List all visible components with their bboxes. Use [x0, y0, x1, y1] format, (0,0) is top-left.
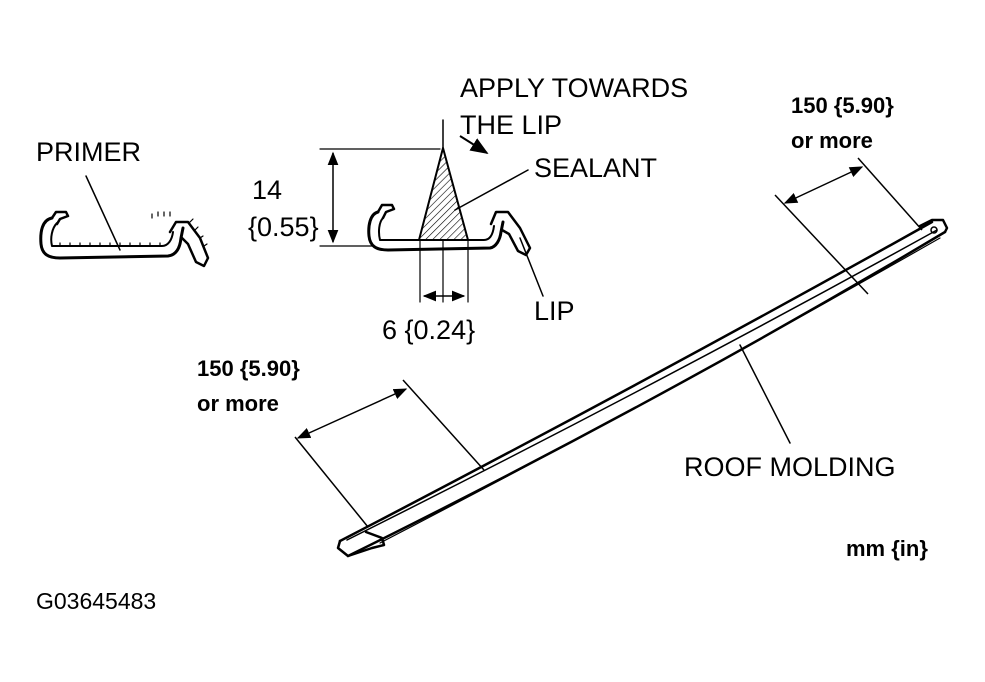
- primer-label: PRIMER: [36, 137, 142, 167]
- right-dimension-label-line2: or more: [791, 128, 873, 153]
- left-clearance-dimension: [294, 379, 485, 528]
- sealant-section-drawing: [319, 119, 544, 303]
- height-inch-label: {0.55}: [248, 212, 319, 242]
- left-dimension-label-line2: or more: [197, 391, 279, 416]
- roof-molding-drawing: [336, 218, 949, 558]
- right-clearance-dimension: [774, 157, 923, 295]
- figure-id-label: G03645483: [36, 588, 157, 614]
- height-value-label: 14: [252, 175, 283, 205]
- lip-label: LIP: [534, 296, 575, 326]
- primer-coating-marks: [59, 211, 208, 247]
- primer-section-drawing: [39, 175, 210, 268]
- right-dimension-label-line1: 150 {5.90}: [791, 93, 894, 118]
- units-label: mm {in}: [846, 536, 928, 561]
- sealant-label: SEALANT: [534, 153, 658, 183]
- left-dimension-label-line1: 150 {5.90}: [197, 356, 300, 381]
- apply-towards-label-line1: APPLY TOWARDS: [460, 73, 689, 103]
- apply-towards-label-line2: THE LIP: [460, 110, 563, 140]
- roof-molding-label: ROOF MOLDING: [684, 452, 896, 482]
- apply-direction-arrow: [459, 135, 489, 154]
- width-label: 6 {0.24}: [382, 315, 476, 345]
